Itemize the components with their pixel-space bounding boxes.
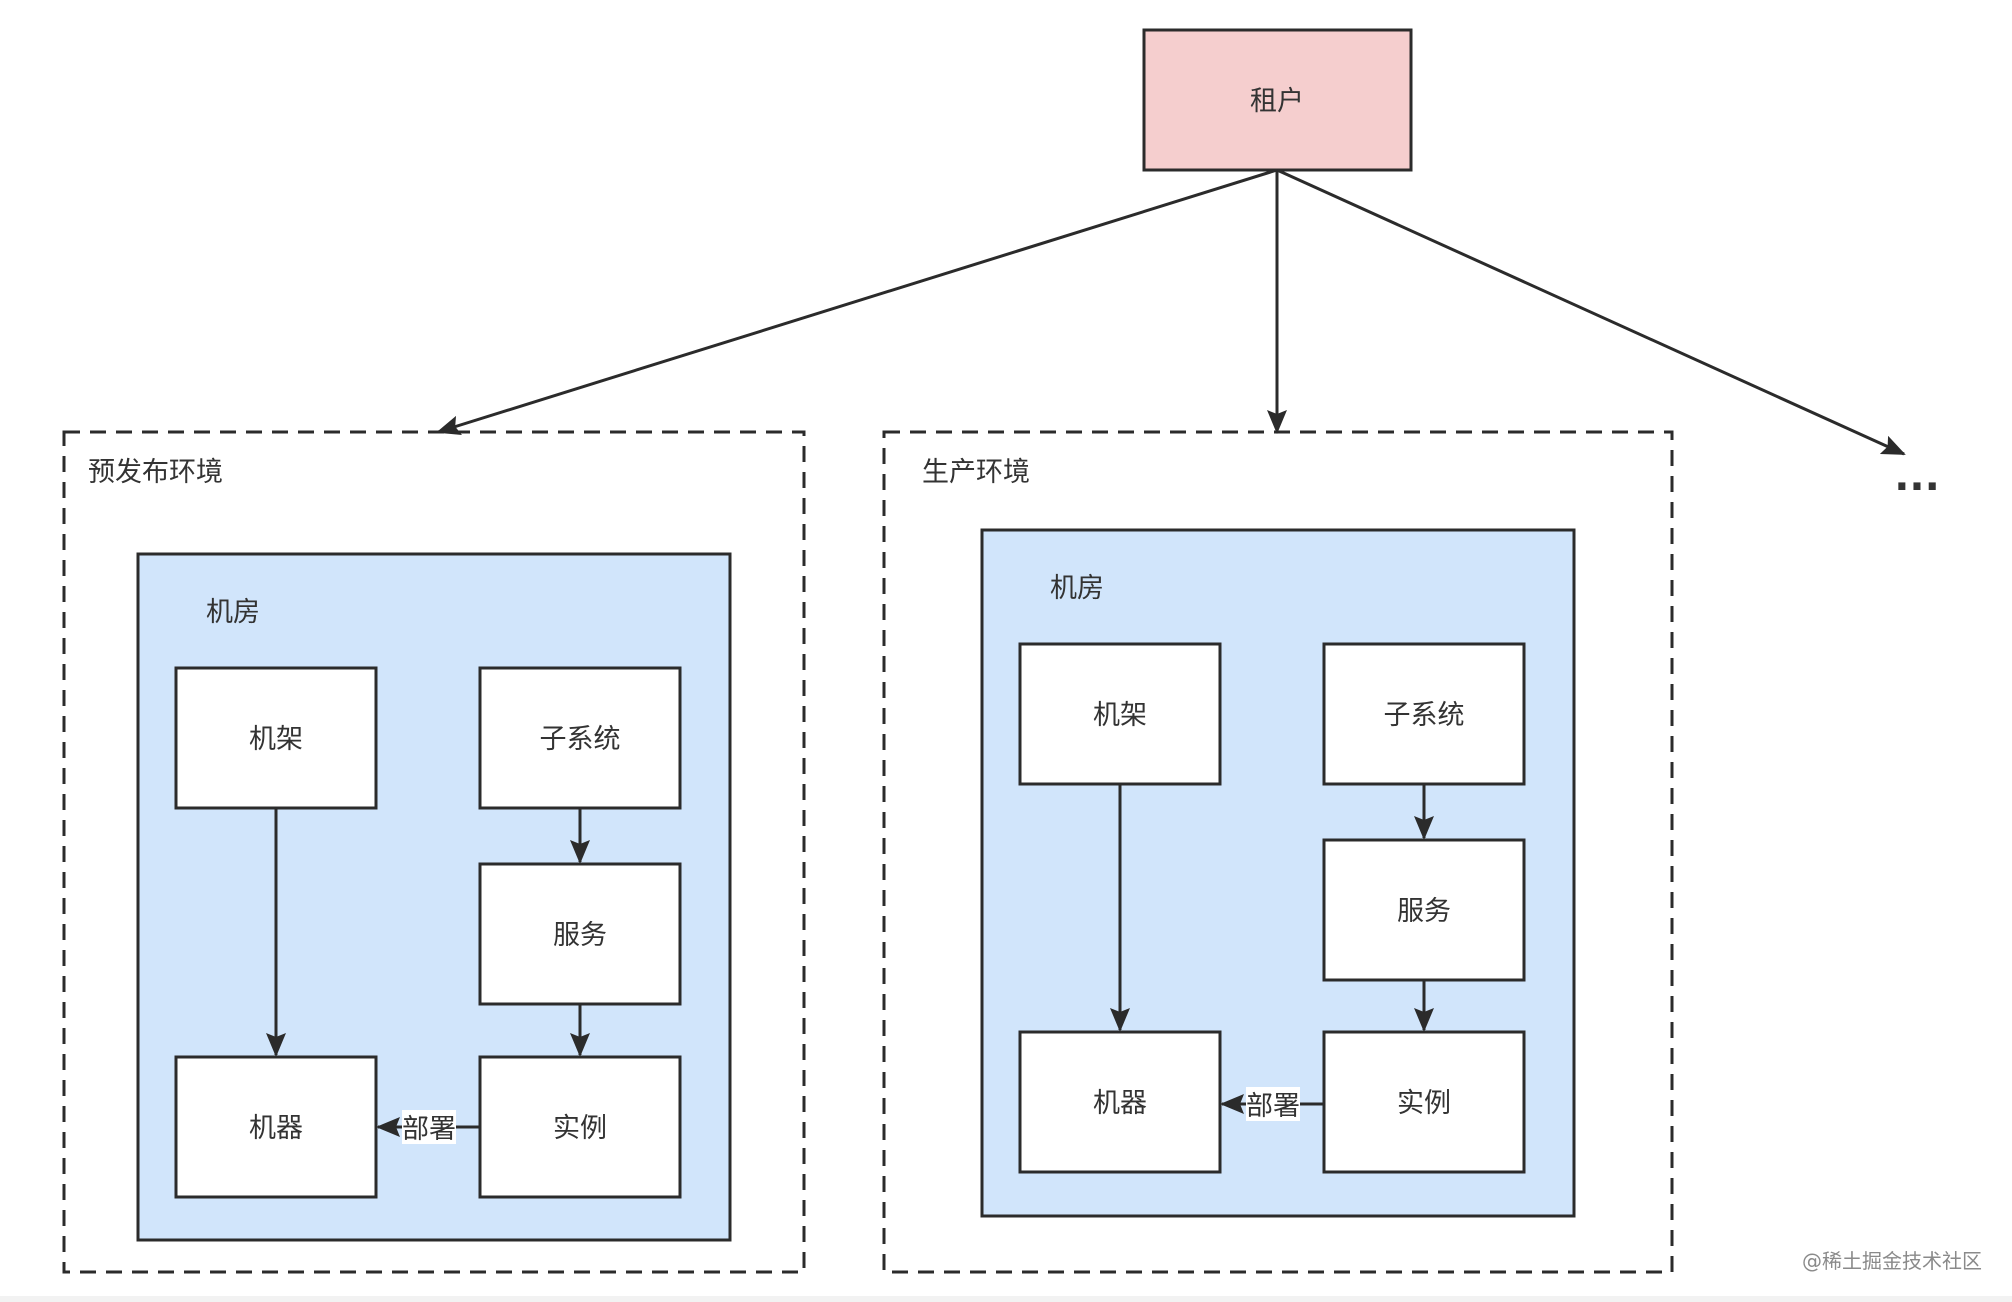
deploy-label: 部署 xyxy=(402,1114,456,1145)
subsystem-label: 子系统 xyxy=(540,724,621,755)
subsystem-label: 子系统 xyxy=(1384,700,1465,731)
rack-label: 机架 xyxy=(249,724,303,755)
tenant-to-more-arrow xyxy=(1276,168,1906,456)
instance-label: 实例 xyxy=(1397,1088,1451,1119)
env-preprod: 预发布环境 机房 机架 子系统 服务 机器 实例 部署 xyxy=(62,430,806,1274)
room-preprod-label: 机房 xyxy=(206,597,260,628)
machine-node xyxy=(1018,1030,1222,1174)
deploy-label-bg xyxy=(1246,1087,1300,1121)
instance-label: 实例 xyxy=(553,1113,607,1144)
tenant-label: 租户 xyxy=(1250,86,1304,117)
tenant-to-preprod-arrow xyxy=(436,168,1278,435)
instance-node xyxy=(1322,1030,1526,1174)
machine-label: 机器 xyxy=(1093,1088,1147,1119)
machine-node xyxy=(174,1055,378,1199)
instance-node xyxy=(478,1055,682,1199)
room-preprod: 机房 机架 子系统 服务 机器 实例 部署 xyxy=(136,552,732,1242)
env-preprod-border xyxy=(62,430,806,1274)
env-prod: 生产环境 机房 机架 子系统 服务 机器 实例 部署 xyxy=(882,430,1674,1274)
deploy-label-bg xyxy=(402,1110,456,1144)
more-indicator: ... xyxy=(1894,454,1940,500)
rack-label: 机架 xyxy=(1093,700,1147,731)
watermark: @稀土掘金技术社区 xyxy=(1802,1249,1982,1273)
service-node xyxy=(478,862,682,1006)
tenant-node: 租户 xyxy=(1142,28,1413,172)
rack-node xyxy=(174,666,378,810)
service-node xyxy=(1322,838,1526,982)
machine-label: 机器 xyxy=(249,1113,303,1144)
tenant-box xyxy=(1142,28,1413,172)
room-prod-label: 机房 xyxy=(1050,573,1104,604)
service-label: 服务 xyxy=(553,920,607,951)
rack-node xyxy=(1018,642,1222,786)
bottom-strip xyxy=(0,1296,2012,1302)
subsystem-node xyxy=(478,666,682,810)
subsystem-node xyxy=(1322,642,1526,786)
env-preprod-label: 预发布环境 xyxy=(88,457,223,488)
deploy-label: 部署 xyxy=(1246,1091,1300,1122)
env-prod-label: 生产环境 xyxy=(922,457,1030,488)
service-label: 服务 xyxy=(1397,896,1451,927)
env-prod-border xyxy=(882,430,1674,1274)
room-prod: 机房 机架 子系统 服务 机器 实例 部署 xyxy=(980,528,1576,1218)
